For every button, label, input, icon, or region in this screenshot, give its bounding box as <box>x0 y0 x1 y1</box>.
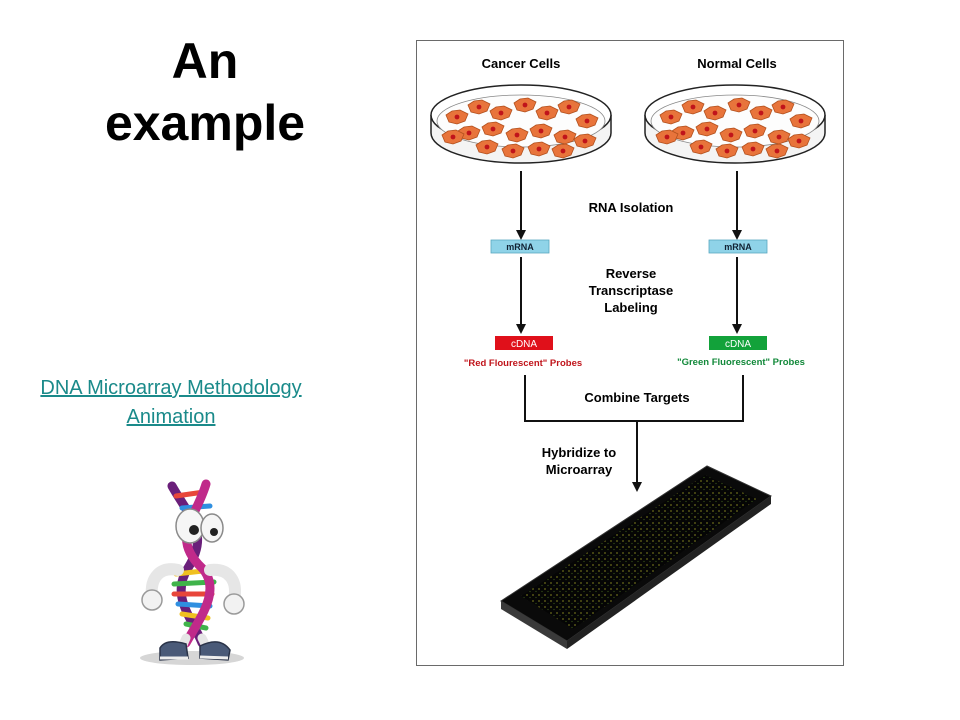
microarray-slide <box>500 465 772 649</box>
mrna-box-left <box>490 239 550 254</box>
reverse-label: Reverse <box>606 266 657 281</box>
red-probes-label: "Red Flourescent" Probes <box>464 358 582 369</box>
dna-mascot-image <box>140 479 245 665</box>
microarray-diagram-panel: Cancer Cells Normal Cells <box>416 40 844 666</box>
link-line-2: Animation <box>126 406 216 428</box>
cancer-cells-dish <box>430 84 612 164</box>
combine-connector <box>524 375 744 422</box>
rna-isolation-label: RNA Isolation <box>589 200 674 215</box>
title-line-1: An <box>171 33 239 89</box>
mrna-right-label: mRNA <box>724 242 752 252</box>
normal-cells-dish <box>644 84 826 164</box>
title-line-2: example <box>104 95 306 151</box>
cancer-cells-label: Cancer Cells <box>482 56 561 71</box>
mrna-box-right <box>708 239 768 254</box>
mrna-left-label: mRNA <box>506 242 534 252</box>
combine-targets-label: Combine Targets <box>584 390 689 405</box>
green-probes-label: "Green Fluorescent" Probes <box>677 357 805 368</box>
cdna-box-red <box>495 336 553 350</box>
slide-title: An example <box>60 30 350 154</box>
normal-cells-label: Normal Cells <box>697 56 776 71</box>
transcriptase-label: Transcriptase <box>589 283 674 298</box>
animation-link[interactable]: DNA Microarray Methodology Animation <box>10 374 332 432</box>
cdna-left-label: cDNA <box>511 339 537 350</box>
cdna-box-green <box>709 336 767 350</box>
hybridize-label: Hybridize to <box>542 445 616 460</box>
microarray-diagram: Cancer Cells Normal Cells <box>430 56 826 649</box>
link-line-1: DNA Microarray Methodology <box>40 377 302 399</box>
microarray-label: Microarray <box>546 462 613 477</box>
labeling-label: Labeling <box>604 300 658 315</box>
cdna-right-label: cDNA <box>725 339 751 350</box>
